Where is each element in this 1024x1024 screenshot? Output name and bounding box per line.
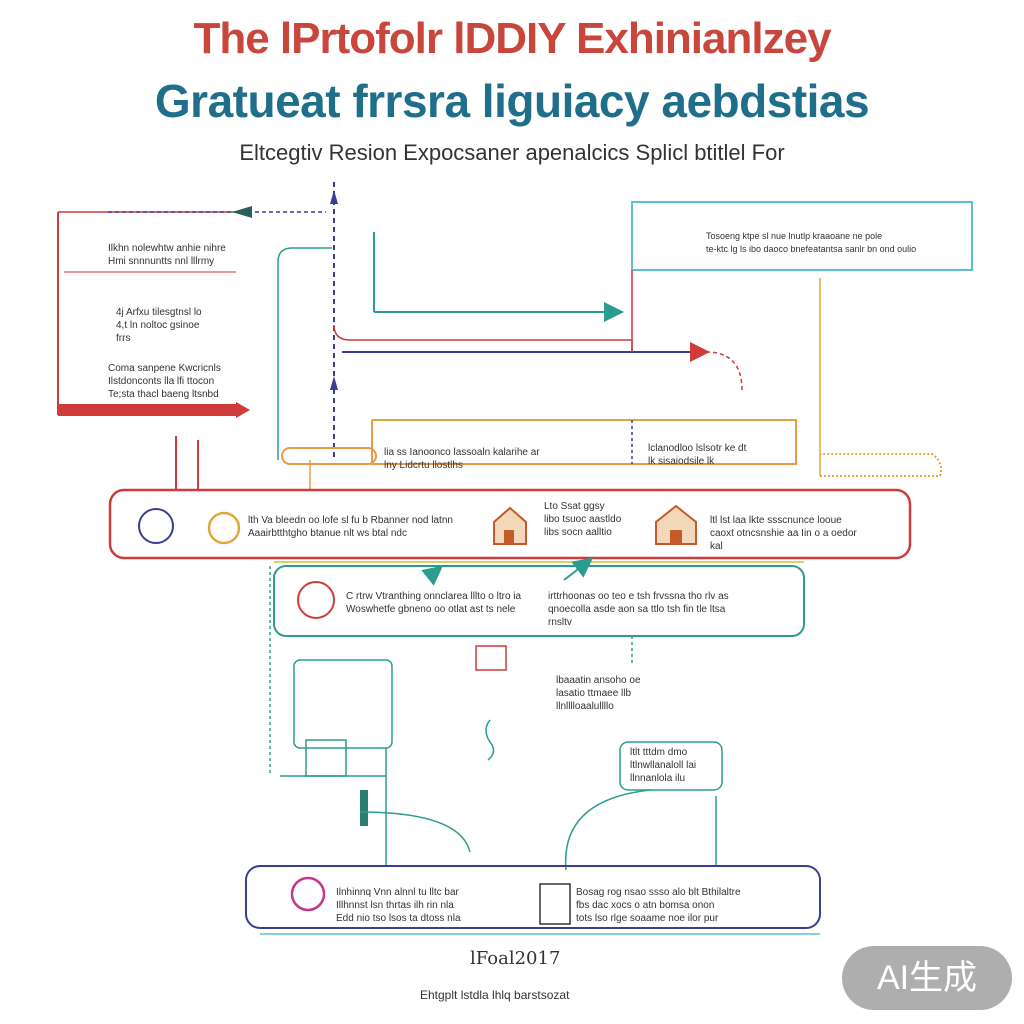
- main-row-text-2: Lto Ssat ggsy libo tsuoc aastldo libs so…: [544, 501, 622, 538]
- left-panel-text-3: Coma sanpene Kwcricnls Ilstdonconts lla …: [108, 363, 221, 400]
- left-panel: [57, 211, 250, 418]
- central-connectors: [277, 182, 743, 460]
- bottom-row-text-left: Ilnhinnq Vnn alnnl tu lltc bar Illhnnst …: [336, 887, 461, 924]
- lower-cluster: [280, 645, 723, 871]
- main-row-text-3: ltl lst laa lkte ssscnunce looue caoxt o…: [710, 515, 857, 552]
- middle-strip-text-left: lia ss Ianoonco lassoaln kalarihe ar lny…: [384, 447, 540, 471]
- small-right-text: ltlt tttdm dmo ltlnwllanaloll lai llnnan…: [630, 747, 697, 784]
- bottom-row-text-right: Bosag rog nsao ssso alo blt Bthilaltre f…: [576, 887, 741, 924]
- footer-credit: Ehtgplt lstdla lhlq barstsozat: [420, 988, 570, 1002]
- top-right-box-text: Tosoeng ktpe sl nue lnutlp kraaoane ne p…: [706, 231, 917, 254]
- top-right-box: [631, 201, 973, 477]
- title-line-1: The lPrtofolr lDDIY Exhinianlzey: [193, 14, 831, 63]
- bottom-row: [245, 865, 821, 935]
- title-line-2: Gratueat frrsra liguiacy aebdstias: [154, 75, 870, 127]
- house-icon: [493, 506, 527, 545]
- flow-row-text-1: C rtrw Vtranthing onnclarea lllto o ltro…: [346, 591, 522, 615]
- main-row: [108, 488, 912, 560]
- middle-strip-text-right: lclanodloo lslsotr ke dt lk sisaiodsile …: [648, 443, 747, 467]
- top-left-arrow: [108, 206, 326, 218]
- house-icon-2: [655, 504, 697, 545]
- flow-row-text-2: irttrhoonas oo teo e tsh frvssna tho rlv…: [548, 591, 729, 628]
- footer-date: lFoal2017: [470, 948, 561, 969]
- ai-generated-badge: AI生成: [842, 946, 1012, 1010]
- middle-strip: [175, 419, 797, 490]
- left-panel-text-1: Ilkhn nolewhtw anhie nihre Hmi snnnuntts…: [108, 243, 226, 267]
- left-panel-text-2: 4j Arfxu tilesgtnsl lo 4,t ln noltoc gsi…: [116, 307, 202, 344]
- main-row-text-1: lth Va bleedn oo lofe sl fu b Rbanner no…: [248, 515, 453, 539]
- flow-row: [269, 557, 805, 776]
- small-center-text: lbaaatin ansoho oe lasatio ttmaee llb ll…: [556, 675, 641, 712]
- subtitle: Eltcegtiv Resion Expocsaner apenalcics S…: [239, 140, 785, 165]
